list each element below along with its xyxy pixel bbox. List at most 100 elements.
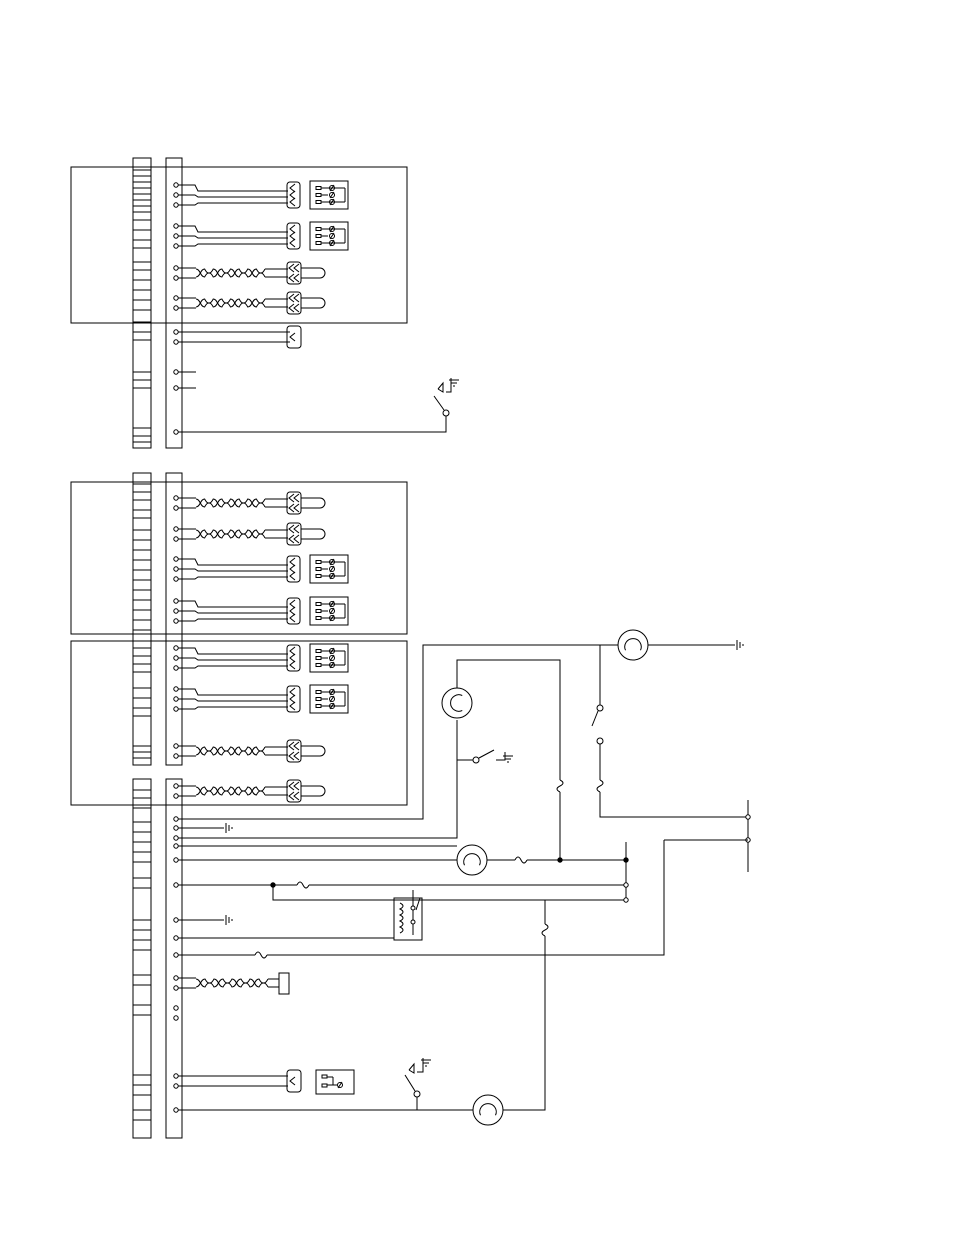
switch-contact	[316, 194, 321, 197]
connector-pin	[294, 535, 299, 543]
connector-housing	[279, 973, 289, 994]
terminal-point	[174, 619, 178, 623]
switch-pivot	[414, 1091, 420, 1097]
connector-housing	[287, 1070, 301, 1092]
switch-contact	[316, 228, 321, 231]
terminal-point	[174, 1108, 178, 1112]
connector-housing	[287, 598, 300, 624]
switch-contact	[316, 691, 321, 694]
connector-pin	[290, 565, 295, 573]
signal-wire	[178, 666, 288, 668]
sensor-coil	[473, 1095, 503, 1125]
terminal-block	[133, 779, 151, 1138]
terminal-point	[174, 1084, 178, 1088]
terminal-point	[174, 567, 178, 571]
terminal-point	[174, 826, 178, 830]
relay-coil	[400, 903, 403, 933]
terminal-point	[174, 506, 178, 510]
connector-housing	[287, 292, 301, 314]
connector-pin	[294, 304, 299, 312]
terminal-point	[174, 577, 178, 581]
switch-blade	[479, 750, 494, 758]
connector-pin	[290, 225, 295, 233]
signal-wire	[178, 244, 288, 246]
connector-pin	[290, 1077, 295, 1085]
switch-contact	[316, 698, 321, 701]
switch-wire	[178, 1097, 417, 1110]
connector-pin	[290, 607, 295, 615]
switch-contact	[322, 1084, 327, 1087]
connector-pin	[294, 264, 299, 272]
terminal-point	[174, 953, 178, 957]
terminal-point	[174, 744, 178, 748]
terminal-point	[174, 527, 178, 531]
switch-contact	[316, 650, 321, 653]
signal-wire	[178, 707, 288, 709]
signal-wire	[178, 185, 288, 191]
terminal-point	[624, 898, 628, 902]
connector-pin	[290, 191, 295, 199]
shield-loop	[320, 298, 325, 308]
terminal-point	[624, 883, 628, 887]
signal-wire	[178, 658, 288, 660]
terminal-point	[174, 844, 178, 848]
terminal-point	[174, 883, 178, 887]
switch-blade	[592, 711, 598, 726]
terminal-point	[746, 815, 750, 819]
terminal-point	[174, 599, 178, 603]
wire-crossover	[297, 882, 309, 888]
switch-contact	[316, 235, 321, 238]
signal-wire	[178, 601, 288, 607]
terminal-point	[174, 183, 178, 187]
switch-contact	[316, 575, 321, 578]
switch-contact	[316, 610, 321, 613]
switch-contact	[316, 603, 321, 606]
connector-pin	[290, 614, 295, 622]
terminal-point	[174, 224, 178, 228]
terminal-point	[174, 754, 178, 758]
signal-wire	[273, 885, 626, 900]
signal-wire	[178, 236, 288, 238]
shield-loop	[320, 746, 325, 756]
connector-housing	[287, 223, 300, 249]
terminal-point	[174, 496, 178, 500]
terminal-point	[174, 918, 178, 922]
terminal-point	[174, 666, 178, 670]
signal-wire	[178, 648, 288, 654]
connector-pin	[294, 494, 299, 502]
terminal-point	[174, 1016, 178, 1020]
switch-contact	[316, 187, 321, 190]
terminal-point	[174, 340, 178, 344]
terminal-block	[133, 473, 151, 765]
sensor-coil	[618, 630, 648, 660]
power-wire	[178, 645, 618, 819]
connector-pin	[290, 647, 295, 655]
wire-crossover	[542, 924, 548, 936]
connector-pin	[290, 558, 295, 566]
connector-housing	[287, 556, 300, 582]
signal-wire	[178, 569, 288, 571]
terminal-point	[174, 537, 178, 541]
switch-block	[316, 1070, 354, 1094]
switch-arrow	[438, 383, 443, 392]
connector-pin	[294, 752, 299, 760]
relay-contact-point	[411, 920, 415, 924]
connector-pin	[290, 333, 295, 341]
signal-wire	[178, 720, 457, 838]
terminal-point	[174, 817, 178, 821]
signal-wire	[178, 559, 288, 565]
signal-wire	[178, 203, 288, 205]
terminal-point	[174, 1074, 178, 1078]
switch-pivot	[597, 705, 603, 711]
signal-wire	[178, 226, 288, 232]
terminal-point	[174, 193, 178, 197]
switch-pivot	[443, 410, 449, 416]
switch-blade	[434, 396, 444, 410]
terminal-point	[174, 386, 178, 390]
connector-pin	[294, 504, 299, 512]
connector-housing	[287, 645, 300, 671]
terminal-point	[174, 306, 178, 310]
switch-contact	[316, 617, 321, 620]
wire-crossover	[597, 780, 603, 792]
